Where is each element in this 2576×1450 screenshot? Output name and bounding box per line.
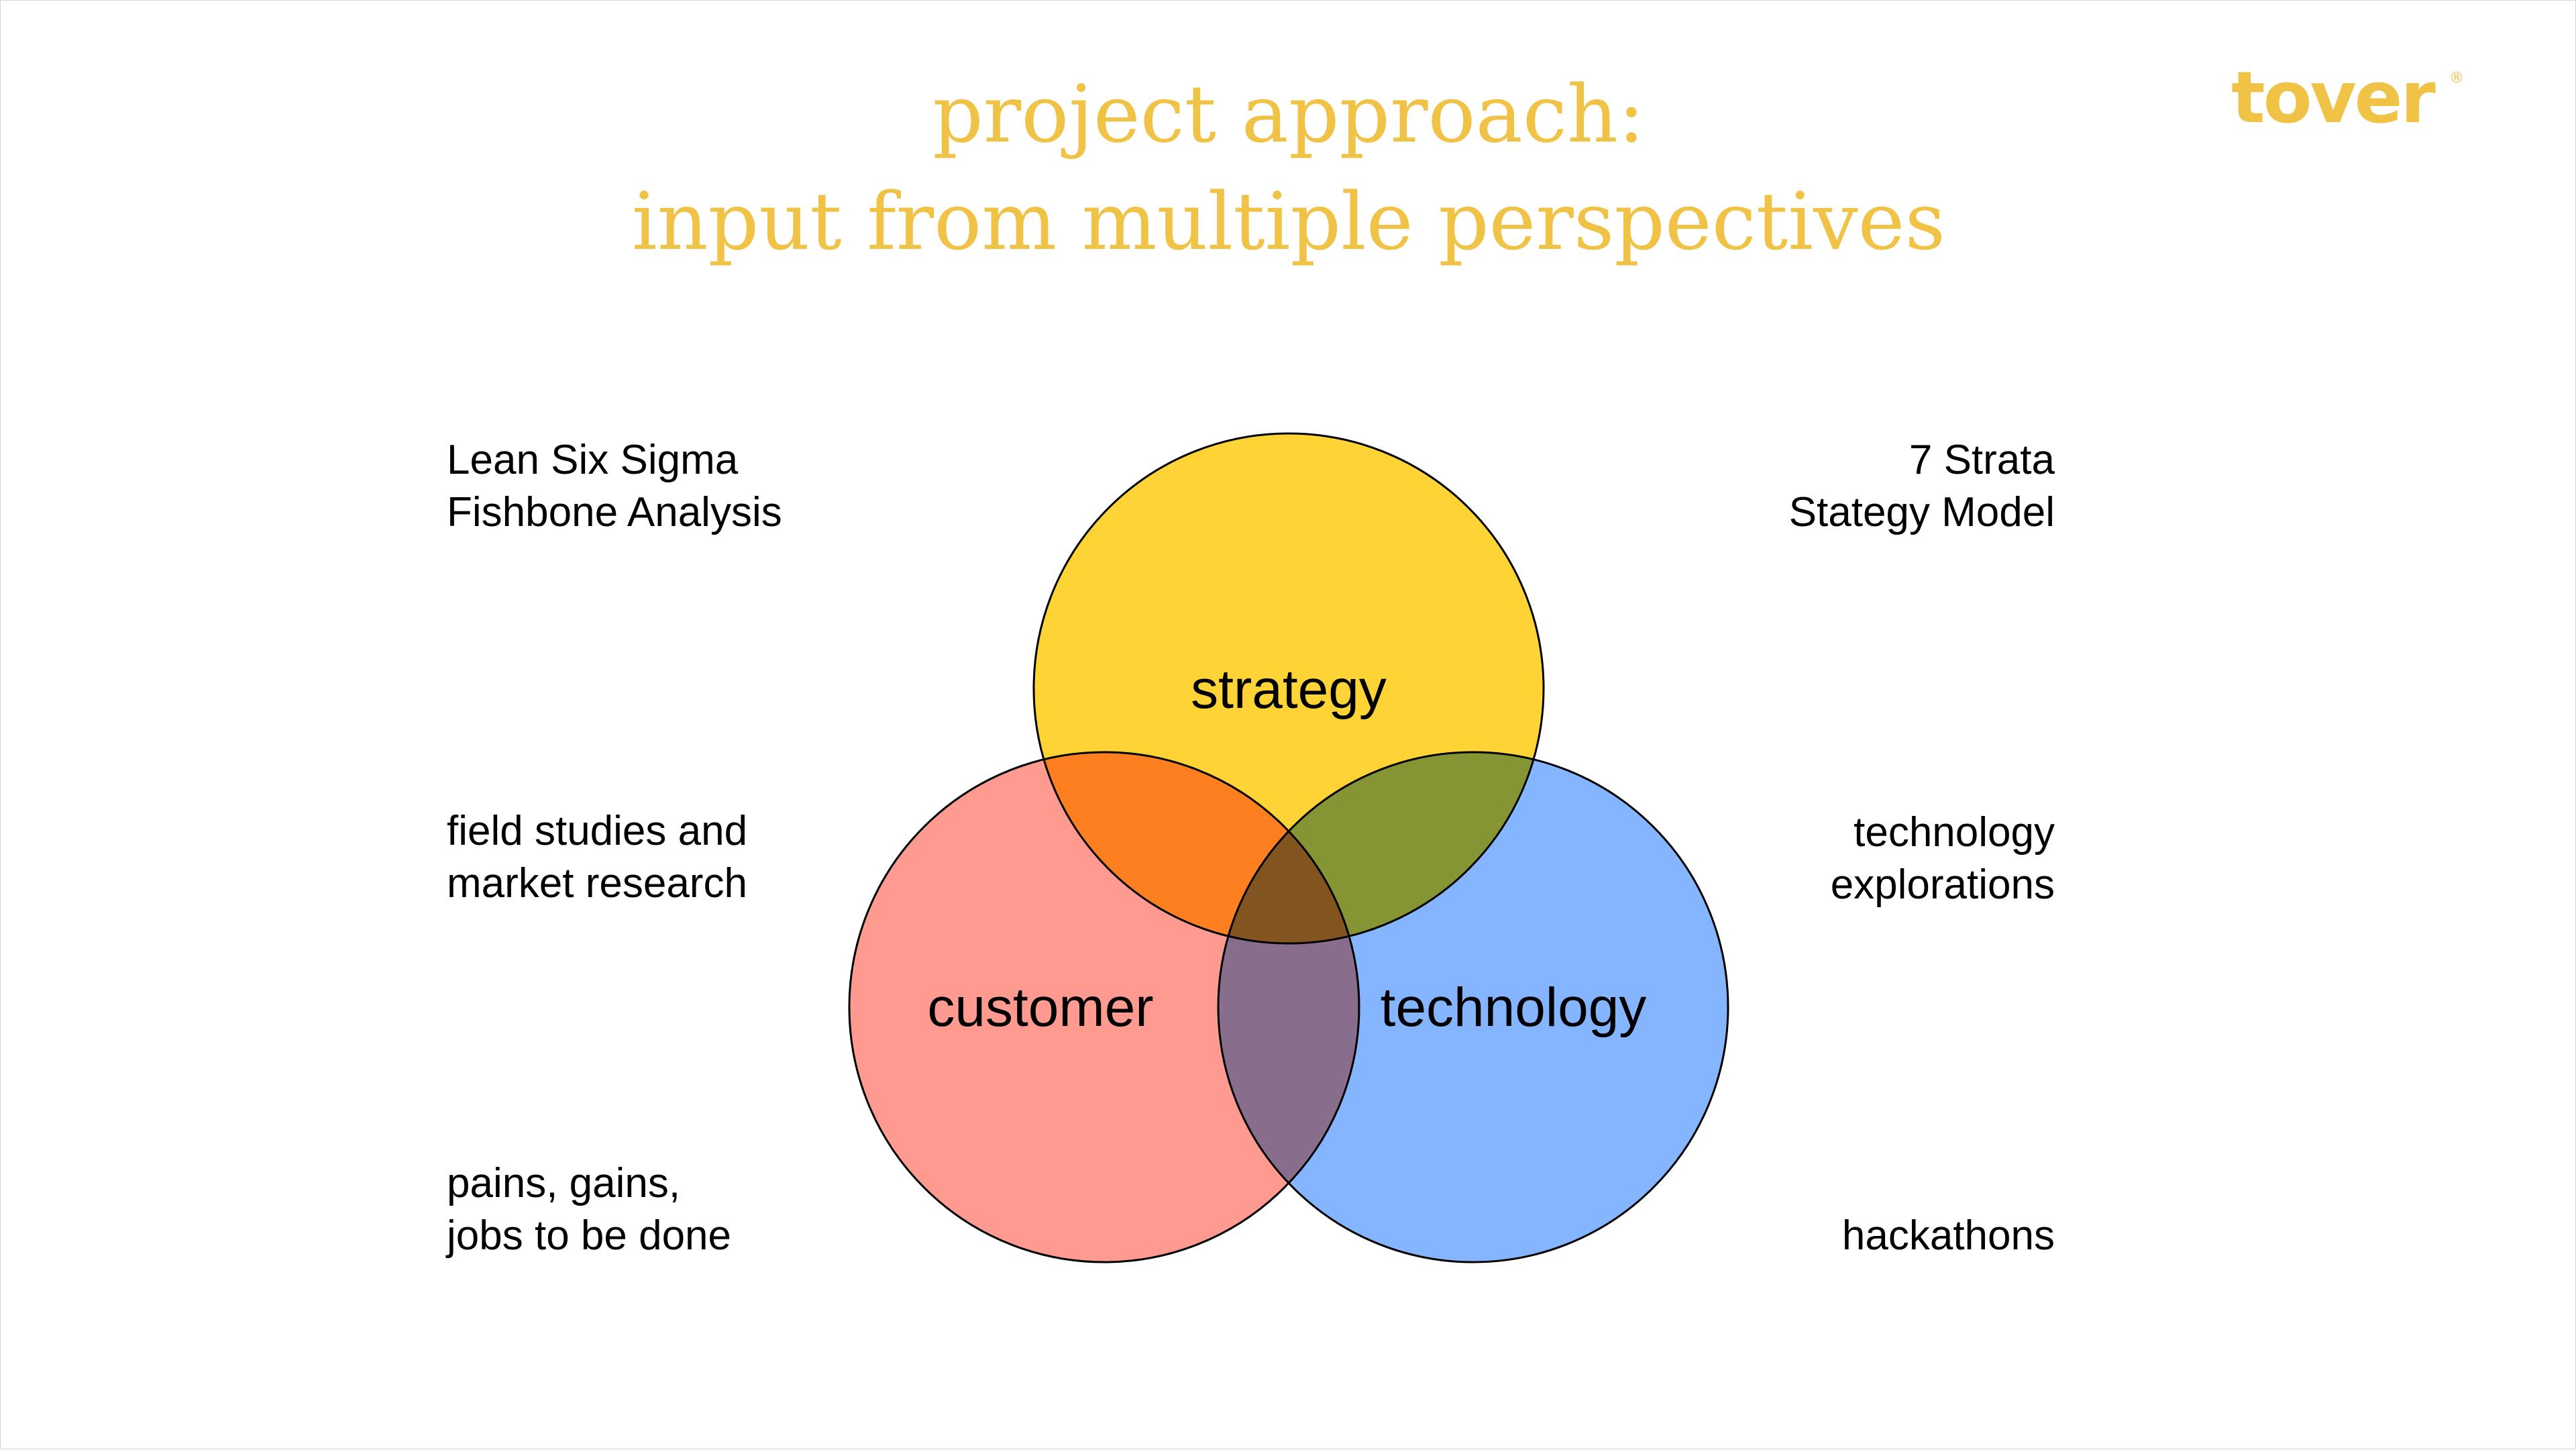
venn-outline-technology — [1217, 751, 1729, 1263]
annotation-field-studies: field studies and market research — [447, 808, 748, 907]
annotation-technology-explorations: technology explorations — [1830, 809, 2055, 908]
annotation-pains-gains: pains, gains, jobs to be done — [447, 1160, 732, 1259]
annotation-7-strata: 7 Strata Stategy Model — [1788, 437, 2055, 535]
page-title-line-1: project approach: — [932, 68, 1645, 160]
venn-overlap-strategy-technology — [1218, 752, 1544, 943]
tover-logo: tover — [2231, 56, 2436, 139]
venn-label-technology: technology — [1381, 977, 1647, 1038]
venn-label-customer: customer — [927, 977, 1153, 1038]
annotation-hackathons: hackathons — [1841, 1212, 2055, 1259]
annotation-lean-six-sigma: Lean Six Sigma Fishbone Analysis — [447, 437, 782, 535]
venn-label-strategy: strategy — [1191, 659, 1387, 720]
venn-outline-strategy — [1032, 432, 1545, 945]
venn-outline-customer — [848, 751, 1360, 1263]
registered-mark: ® — [2449, 70, 2464, 87]
page-title-line-2: input from multiple perspectives — [631, 175, 1946, 268]
venn-overlap-strategy-customer — [1034, 752, 1359, 943]
